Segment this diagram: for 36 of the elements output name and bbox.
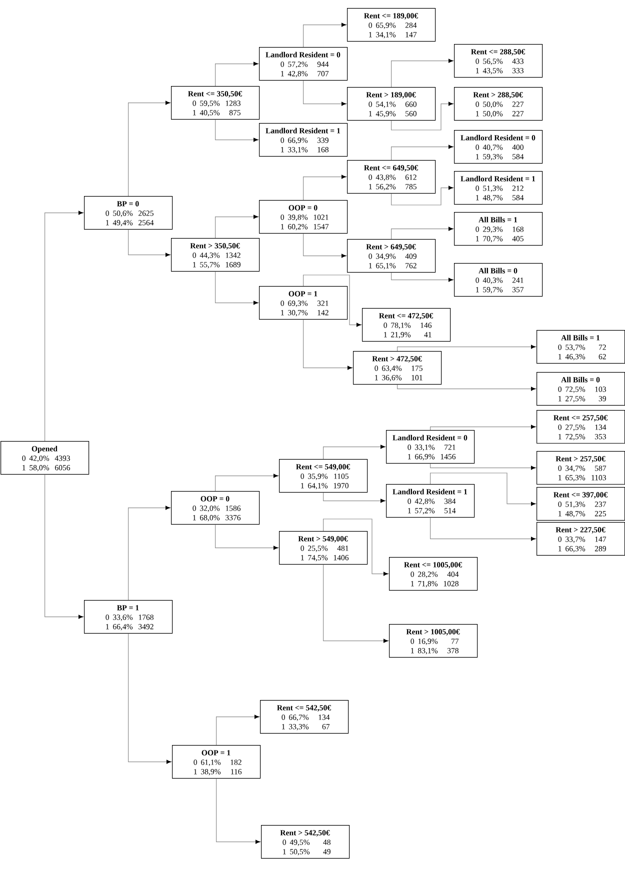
elbow-arrow <box>215 62 258 86</box>
elbow-arrow <box>391 272 454 282</box>
elbow-arrow <box>303 22 346 48</box>
elbow-arrow <box>128 633 172 764</box>
elbow-arrow <box>323 518 388 576</box>
elbow-arrow <box>323 564 388 643</box>
elbow-arrow <box>216 778 260 844</box>
elbow-arrow <box>215 474 278 492</box>
elbow-arrow <box>128 229 170 257</box>
elbow-arrow <box>215 524 278 550</box>
elbow-arrow <box>44 210 84 442</box>
elbow-arrow <box>303 319 352 370</box>
elbow-arrow <box>430 424 536 430</box>
elbow-arrow <box>397 384 536 391</box>
elbow-arrow <box>128 100 170 196</box>
elbow-arrow <box>430 517 536 541</box>
elbow-arrow <box>303 274 362 327</box>
elbow-arrow <box>216 714 260 746</box>
elbow-arrow <box>391 58 454 88</box>
elbow-arrow <box>323 444 386 460</box>
elbow-arrow <box>430 463 536 470</box>
elbow-arrow <box>397 344 536 352</box>
elbow-arrow <box>391 226 454 240</box>
elbow-arrow <box>215 119 258 142</box>
elbow-arrow <box>303 80 346 106</box>
elbow-arrow <box>323 492 386 503</box>
elbow-arrow <box>430 472 536 506</box>
elbow-arrow <box>391 102 454 130</box>
elbow-arrow <box>303 233 346 258</box>
elbow-arrow <box>303 174 346 200</box>
elbow-arrow <box>215 214 258 238</box>
elbow-arrow <box>128 506 170 600</box>
elbow-arrow <box>215 271 258 305</box>
elbow-arrow <box>391 186 454 206</box>
elbow-arrow <box>44 474 84 619</box>
elbow-arrow <box>391 144 454 160</box>
